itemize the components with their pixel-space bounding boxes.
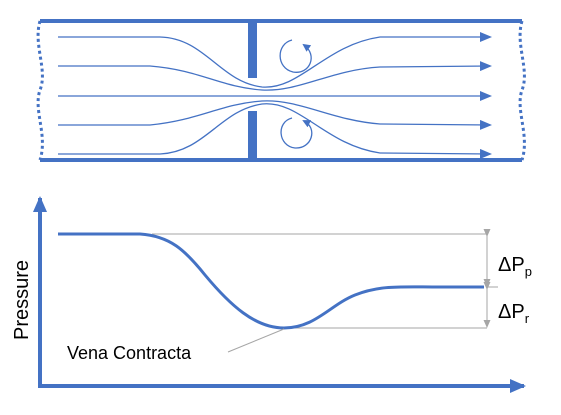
streamlines [58,32,492,159]
orifice-plate-bottom [248,111,257,159]
eddy-bottom [280,117,313,149]
pipe-right-break [518,20,526,161]
pipe [36,19,526,162]
streamline [58,61,492,91]
eddy-top [279,39,312,73]
delta-p-permanent-label: ΔPp [498,254,532,279]
pressure-curve [58,232,484,330]
streamline [58,32,492,88]
vena-contracta-leader [227,328,285,353]
y-axis-label: Pressure [11,260,33,340]
pipe-left-break [36,20,44,161]
eddies [279,39,313,149]
delta-p-recoverable-label: ΔPr [498,301,530,326]
orifice-plate-top [248,23,257,78]
streamline [58,100,492,130]
pressure-plot: Vena Contracta Pressure ΔPp ΔPr [11,196,532,393]
streamline [58,103,492,159]
vena-contracta-label: Vena Contracta [67,343,192,363]
orifice-plate [248,23,257,159]
